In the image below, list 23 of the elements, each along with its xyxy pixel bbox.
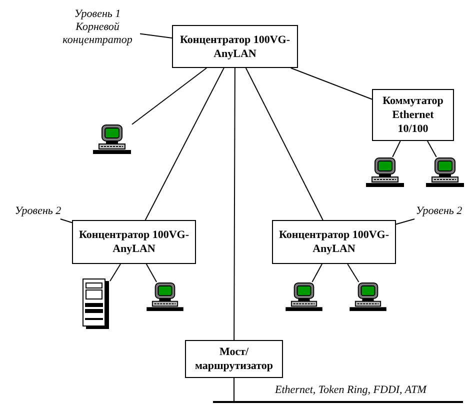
level-label: Уровень 1 Корневой концентратор — [55, 8, 140, 48]
connection-line — [146, 264, 158, 282]
device-box: Коммутатор Ethernet 10/100 — [372, 89, 454, 141]
connection-line — [392, 140, 401, 158]
connection-line — [312, 264, 322, 282]
device-box: Мост/ маршрутизатор — [185, 340, 283, 378]
connection-line — [426, 140, 437, 158]
connection-line — [290, 68, 372, 100]
connection-line — [60, 218, 72, 224]
connection-line — [396, 218, 415, 225]
device-box: Концентратор 100VG-AnyLAN — [72, 220, 196, 264]
connection-line — [144, 68, 224, 220]
level-label: Уровень 2 — [8, 205, 68, 219]
connection-line — [132, 68, 208, 125]
connection-line — [245, 68, 324, 220]
connection-line — [234, 68, 236, 340]
connection-line — [140, 33, 172, 39]
connection-line — [347, 264, 360, 282]
network-types-label: Ethernet, Token Ring, FDDI, ATM — [275, 384, 426, 397]
device-box: Концентратор 100VG-AnyLAN — [172, 25, 298, 68]
connection-line — [110, 264, 122, 282]
level-label: Уровень 2 — [410, 205, 468, 219]
device-box: Концентратор 100VG-AnyLAN — [272, 220, 396, 264]
